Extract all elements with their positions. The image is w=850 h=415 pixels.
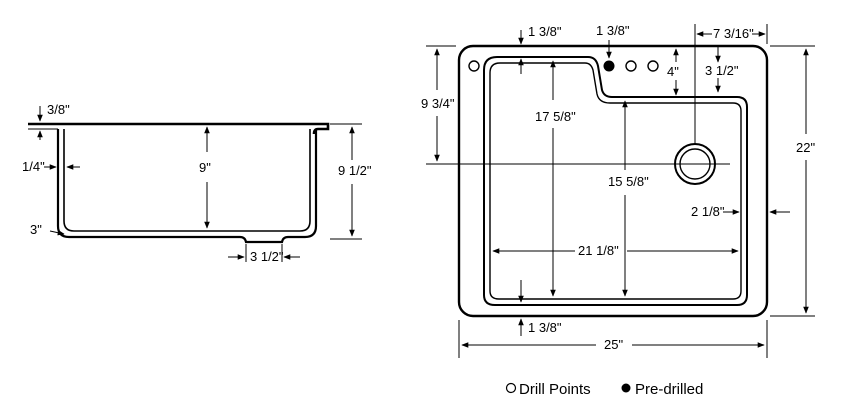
side-view: 3/8" 1/4" 9" 9 1/2" 3" 3 1/2"	[22, 102, 372, 264]
label-bottom-rim-offset: 1 3/8"	[528, 320, 562, 335]
label-centerline-depth: 9 3/4"	[421, 96, 455, 111]
side-basin-inner	[63, 129, 311, 232]
label-drain-offset: 7 3/16"	[713, 26, 754, 41]
label-bowl-depth-right: 15 5/8"	[608, 174, 649, 189]
label-faucet-offset: 1 3/8"	[596, 23, 630, 38]
label-left-rim-offset: 1 3/8"	[528, 24, 562, 39]
label-deck-depth: 4"	[667, 64, 679, 79]
label-overall-width: 25"	[604, 337, 623, 352]
top-bowl-inner	[489, 62, 742, 300]
legend-drill-points-label: Drill Points	[519, 381, 591, 398]
label-overall-depth-top: 22"	[796, 140, 815, 155]
label-rim-thickness: 3/8"	[47, 102, 70, 117]
legend: Drill Points Pre-drilled	[505, 381, 703, 398]
label-deck-step: 3 1/2"	[705, 63, 739, 78]
drill-points-legend-icon	[505, 382, 517, 394]
side-basin-outer	[56, 129, 318, 244]
top-bowl-outer	[483, 56, 748, 306]
label-overall-depth-side: 9 1/2"	[338, 163, 372, 178]
label-drain-recess: 3 1/2"	[250, 249, 284, 264]
dim-arrow-radius	[49, 229, 65, 236]
drill-point-hole-2	[625, 60, 637, 72]
side-rim	[28, 122, 330, 135]
label-bowl-depth-left: 17 5/8"	[535, 109, 576, 124]
drill-point-hole-3	[647, 60, 659, 72]
label-corner-radius: 3"	[30, 222, 42, 237]
top-view: 9 3/4" 1 3/8" 1 3/8" 7 3/16" 4" 3 1/2" 1…	[421, 23, 815, 358]
label-inner-depth: 9"	[199, 160, 211, 175]
top-outer-rim	[457, 44, 769, 318]
drill-point-hole-left	[468, 60, 480, 72]
predrilled-faucet-hole	[603, 60, 615, 72]
label-bowl-width: 21 1/8"	[578, 243, 619, 258]
predrilled-legend-icon	[621, 383, 631, 393]
legend-predrilled-label: Pre-drilled	[635, 381, 703, 398]
label-wall-thickness: 1/4"	[22, 159, 45, 174]
label-drain-edge-offset: 2 1/8"	[691, 204, 725, 219]
